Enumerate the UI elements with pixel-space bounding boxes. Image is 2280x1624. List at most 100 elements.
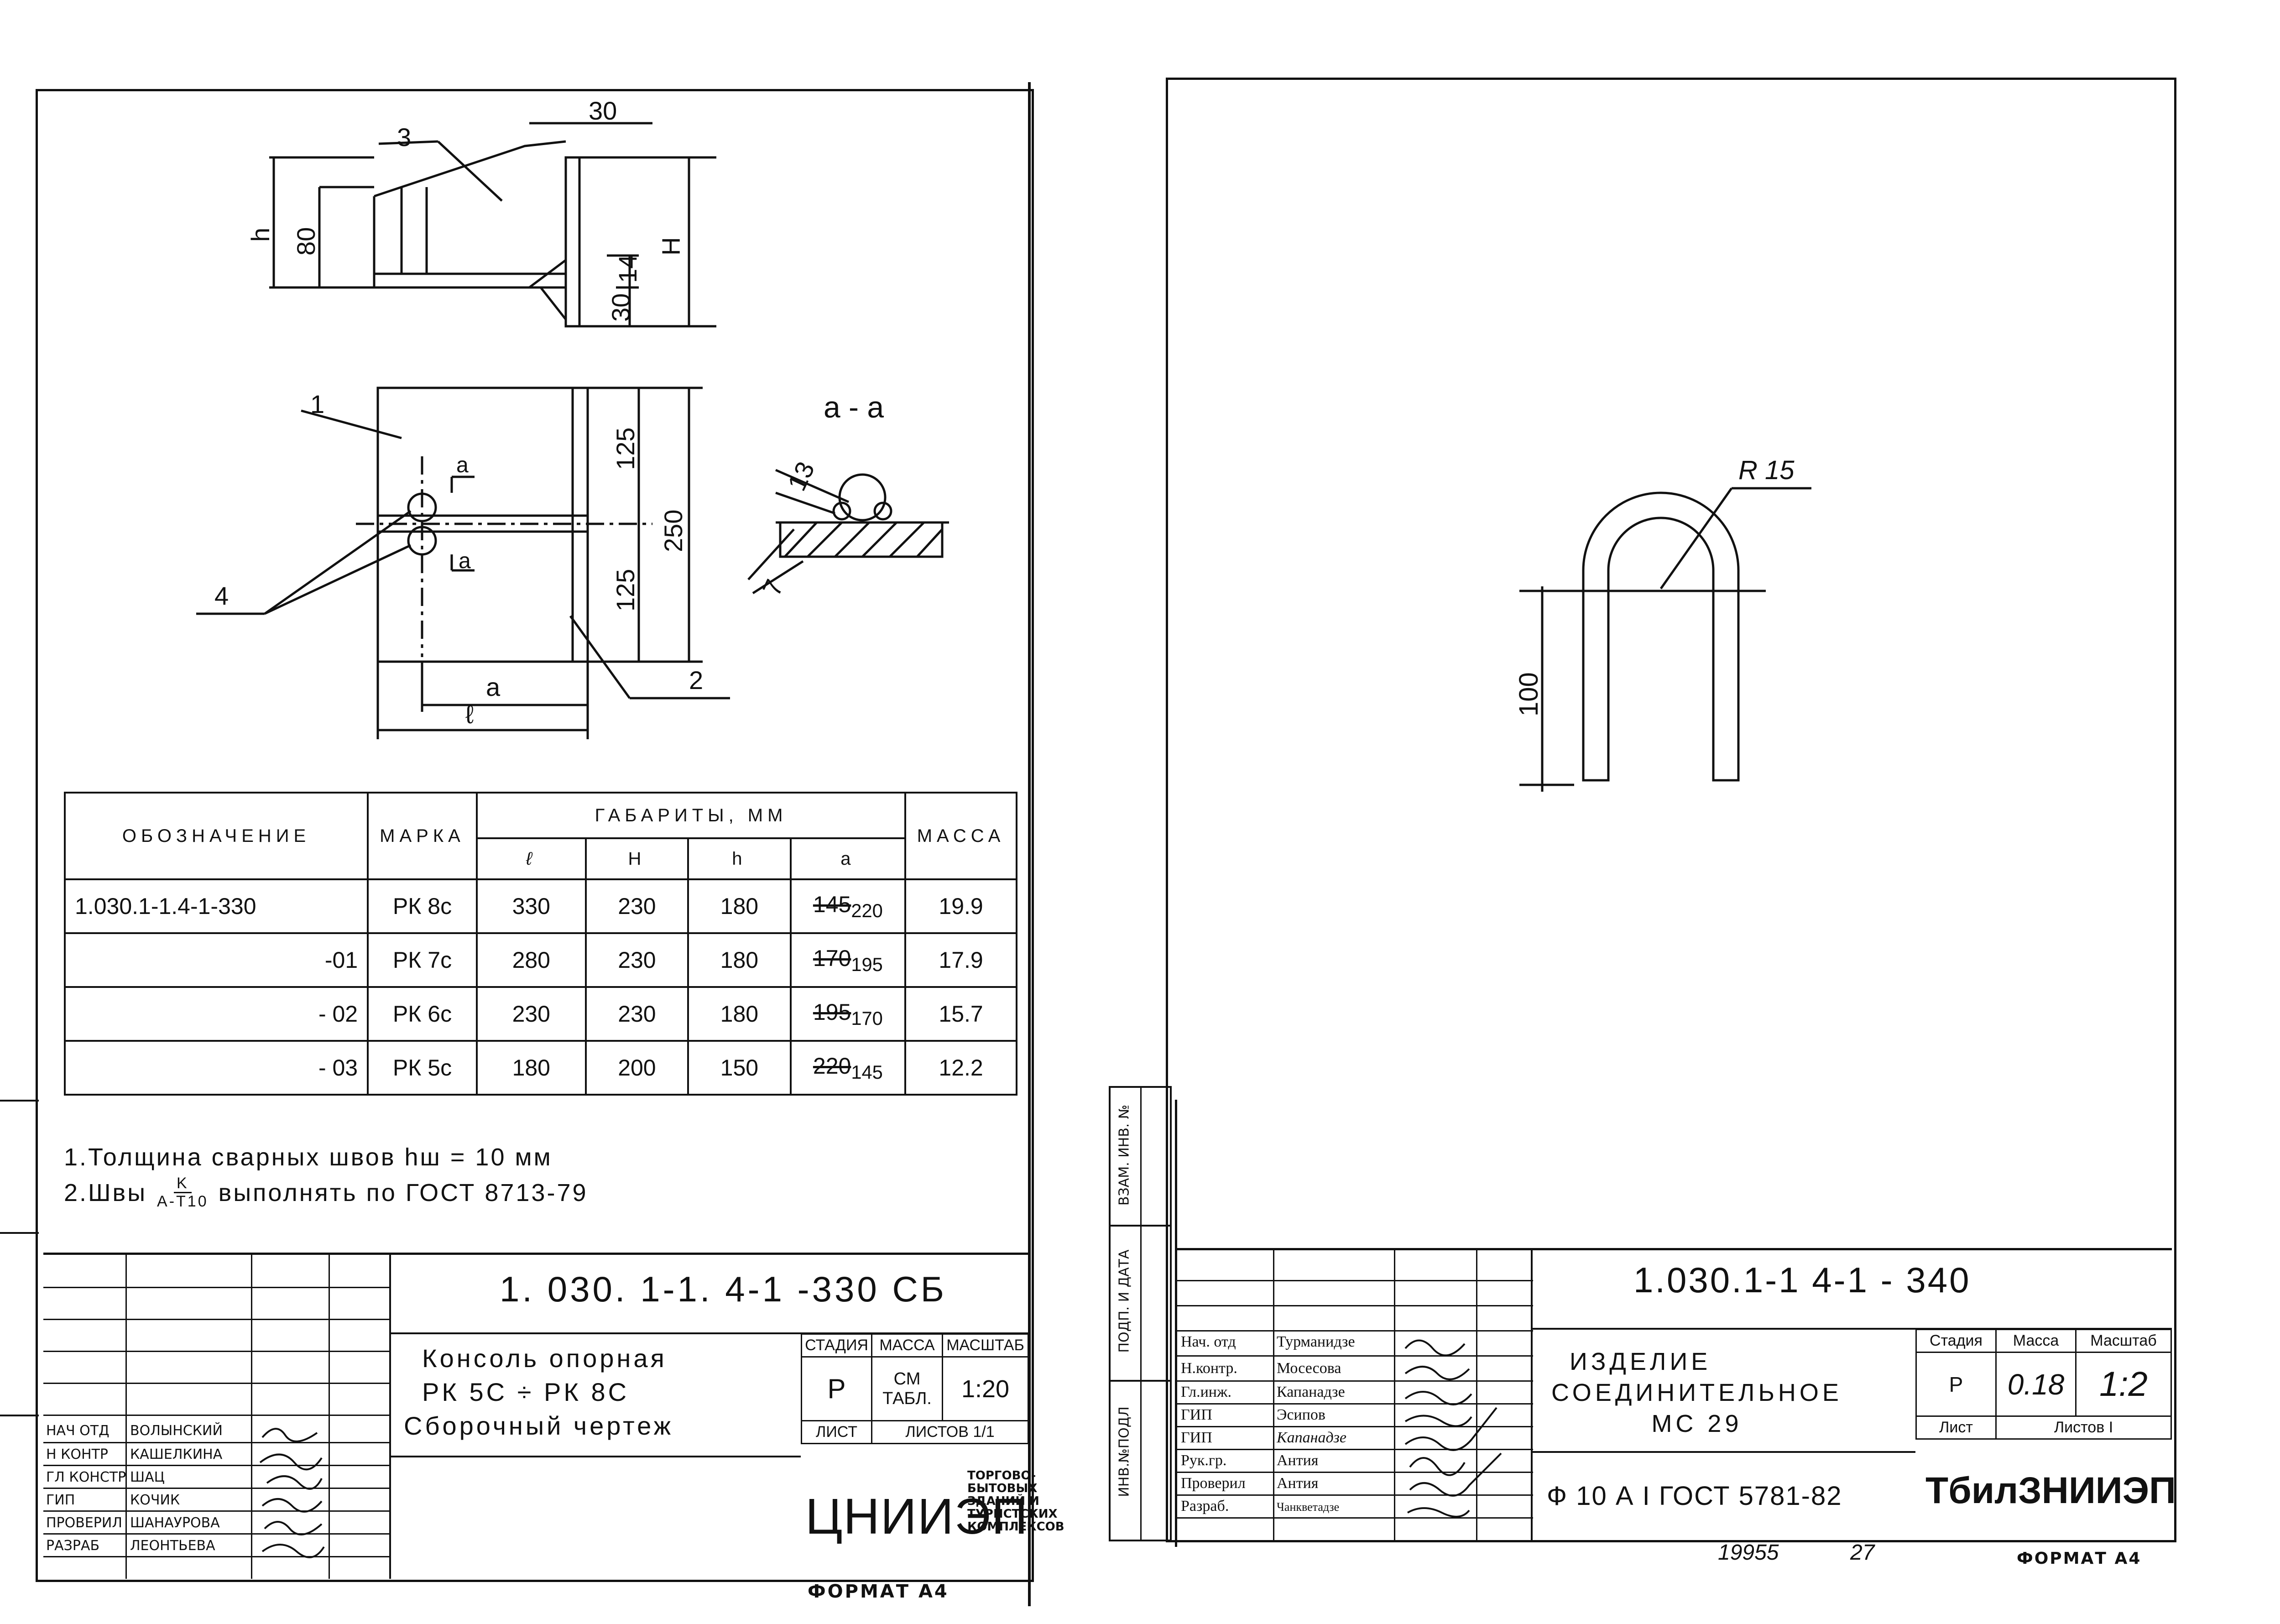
- person-name: Антия: [1277, 1475, 1319, 1492]
- callout-4: 4: [214, 581, 229, 610]
- side-label-swap: ВЗАМ. ИНВ. №: [1116, 1104, 1132, 1206]
- grid-line: [1177, 1280, 1533, 1281]
- height-dim: 100: [1514, 672, 1544, 716]
- org-sub-line: ЗДАНИЙ И: [967, 1494, 1039, 1508]
- row-l: 180: [475, 1040, 587, 1096]
- row-h: 180: [687, 986, 792, 1042]
- stage-mass-scale-table: Стадия Масса Масштаб Р 0.18 1:2 Лист Лис…: [1915, 1329, 2172, 1440]
- grid-line: [1531, 1250, 1533, 1540]
- signature-scribbles: [259, 1428, 325, 1558]
- role-label: ПРОВЕРИЛ: [46, 1515, 122, 1531]
- dim-125-top: 125: [611, 428, 640, 470]
- console-side-view: 30 80 h H 14 30 125 125 250 a ℓ 13 7 3 1…: [196, 96, 949, 739]
- dim-30b: 30: [606, 293, 635, 322]
- mass-value: СМ ТАБЛ.: [871, 1356, 944, 1421]
- col-designation: ОБОЗНАЧЕНИЕ: [63, 792, 369, 880]
- person-name: ЛЕОНТЬЕВА: [130, 1538, 215, 1554]
- org-sub-line: КОМПЛЕКСОВ: [967, 1520, 1064, 1534]
- row-H: 230: [584, 986, 689, 1042]
- sheet-label: ЛИСТ: [800, 1420, 873, 1444]
- title-line: СОЕДИНИТЕЛЬНОЕ: [1551, 1379, 1842, 1406]
- dim-30: 30: [589, 96, 617, 125]
- u-bar-drawing: R 15 100: [1514, 455, 1811, 792]
- scale-value: 1:2: [2075, 1352, 2172, 1417]
- signature-scribbles: [1404, 1339, 1502, 1518]
- a-old-value: 170: [813, 945, 851, 971]
- scale-label: Масштаб: [2075, 1329, 2172, 1353]
- grid-line: [390, 1456, 801, 1457]
- grid-line: [43, 1442, 390, 1443]
- left-sheet-frame: [36, 89, 1034, 1582]
- person-name: ШАЦ: [130, 1469, 165, 1485]
- right-sheet-frame: [1166, 78, 2176, 1542]
- role-label: ГИП: [1181, 1406, 1212, 1423]
- sheets-label: ЛИСТОВ 1/1: [871, 1420, 1029, 1444]
- person-name: Антия: [1277, 1452, 1319, 1469]
- margin-mark: [0, 1415, 39, 1416]
- col-h: h: [687, 837, 792, 880]
- grid-line: [43, 1465, 390, 1466]
- org-logo: ТбилЗНИИЭП: [1925, 1470, 2176, 1511]
- a-new-value: 195: [851, 953, 883, 975]
- role-label: Н КОНТР: [46, 1446, 108, 1462]
- role-label: Нач. отд: [1181, 1333, 1236, 1350]
- role-label: Н.контр.: [1181, 1360, 1237, 1377]
- row-l: 230: [475, 986, 587, 1042]
- grid-line: [43, 1556, 390, 1557]
- left-title-block: НАЧ ОТД ВОЛЫНСКИЙ Н КОНТР КАШЕЛКИНА ГЛ К…: [43, 1253, 1064, 1579]
- org-subtitle: ТОРГОВО- БЫТОВЫХ ЗДАНИЙ И ТУРИСТСКИХ КОМ…: [967, 1469, 1064, 1533]
- specification-table: ОБОЗНАЧЕНИЕ МАРКА ГАБАРИТЫ, ММ МАССА ℓ H…: [63, 792, 1017, 1096]
- right-title-block: Нач. отд Турманидзе Н.контр. Мосесова Гл…: [1177, 1248, 2176, 1540]
- weld-fraction-bottom: A-T10: [157, 1193, 209, 1211]
- scale-value: 1:20: [942, 1356, 1029, 1421]
- grid-line: [329, 1255, 330, 1579]
- row-h: 150: [687, 1040, 792, 1096]
- row-a: 220145: [789, 1040, 907, 1096]
- row-l: 280: [475, 932, 587, 988]
- grid-line: [1177, 1330, 1533, 1332]
- row-H: 230: [584, 878, 689, 934]
- sheet-label: Лист: [1915, 1415, 1997, 1440]
- role-label: ГИП: [1181, 1429, 1212, 1446]
- col-mark: МАРКА: [367, 792, 478, 880]
- table-row: -01 РК 7с 280 230 180 170195 17.9: [63, 932, 1017, 988]
- col-l: ℓ: [475, 837, 587, 880]
- stage-label: Стадия: [1915, 1329, 1997, 1353]
- callout-2: 2: [689, 666, 703, 695]
- person-name: Чанкветадзе: [1277, 1500, 1340, 1514]
- row-mark: РК 8с: [367, 878, 478, 934]
- org-sub-line: БЫТОВЫХ: [967, 1482, 1038, 1495]
- row-a: 145220: [789, 878, 907, 934]
- callout-1: 1: [310, 390, 324, 418]
- col-dimensions: ГАБАРИТЫ, ММ: [475, 792, 907, 839]
- row-mass: 19.9: [904, 878, 1017, 934]
- section-mark-top: a: [456, 453, 469, 477]
- row-mark: РК 6с: [367, 986, 478, 1042]
- org-logo: ЦНИИЭП: [805, 1488, 1029, 1545]
- row-l: 330: [475, 878, 587, 934]
- material-spec: Ф 10 А I ГОСТ 5781-82: [1547, 1481, 1842, 1511]
- side-strip: ИНВ.№ПОДЛ ПОДП. И ДАТА ВЗАМ. ИНВ. №: [1109, 1086, 1172, 1541]
- person-name: Мосесова: [1277, 1360, 1341, 1377]
- stage-value: Р: [800, 1356, 873, 1421]
- scale-label: МАСШТАБ: [942, 1333, 1029, 1358]
- person-name: ШАНАУРОВА: [130, 1515, 220, 1531]
- dim-H: H: [657, 237, 685, 256]
- grid-line: [1532, 1328, 2172, 1330]
- title-line: Консоль опорная: [422, 1344, 667, 1373]
- grid-line: [125, 1255, 127, 1579]
- row-designation: - 03: [63, 1040, 369, 1096]
- note-welds-suffix: выполнять по ГОСТ 8713-79: [218, 1179, 588, 1206]
- weld-fraction-top: K: [173, 1175, 192, 1194]
- a-old-value: 145: [813, 891, 851, 917]
- row-a: 195170: [789, 986, 907, 1042]
- dim-l: ℓ: [465, 700, 474, 729]
- section-mark-bottom: a: [459, 549, 471, 573]
- mass-label: Масса: [1995, 1329, 2077, 1353]
- person-name: ВОЛЫНСКИЙ: [130, 1423, 223, 1439]
- row-h: 180: [687, 932, 792, 988]
- grid-line: [1177, 1403, 1533, 1405]
- grid-line: [43, 1351, 390, 1352]
- grid-line: [1476, 1250, 1477, 1540]
- person-name: КОЧИК: [130, 1492, 180, 1508]
